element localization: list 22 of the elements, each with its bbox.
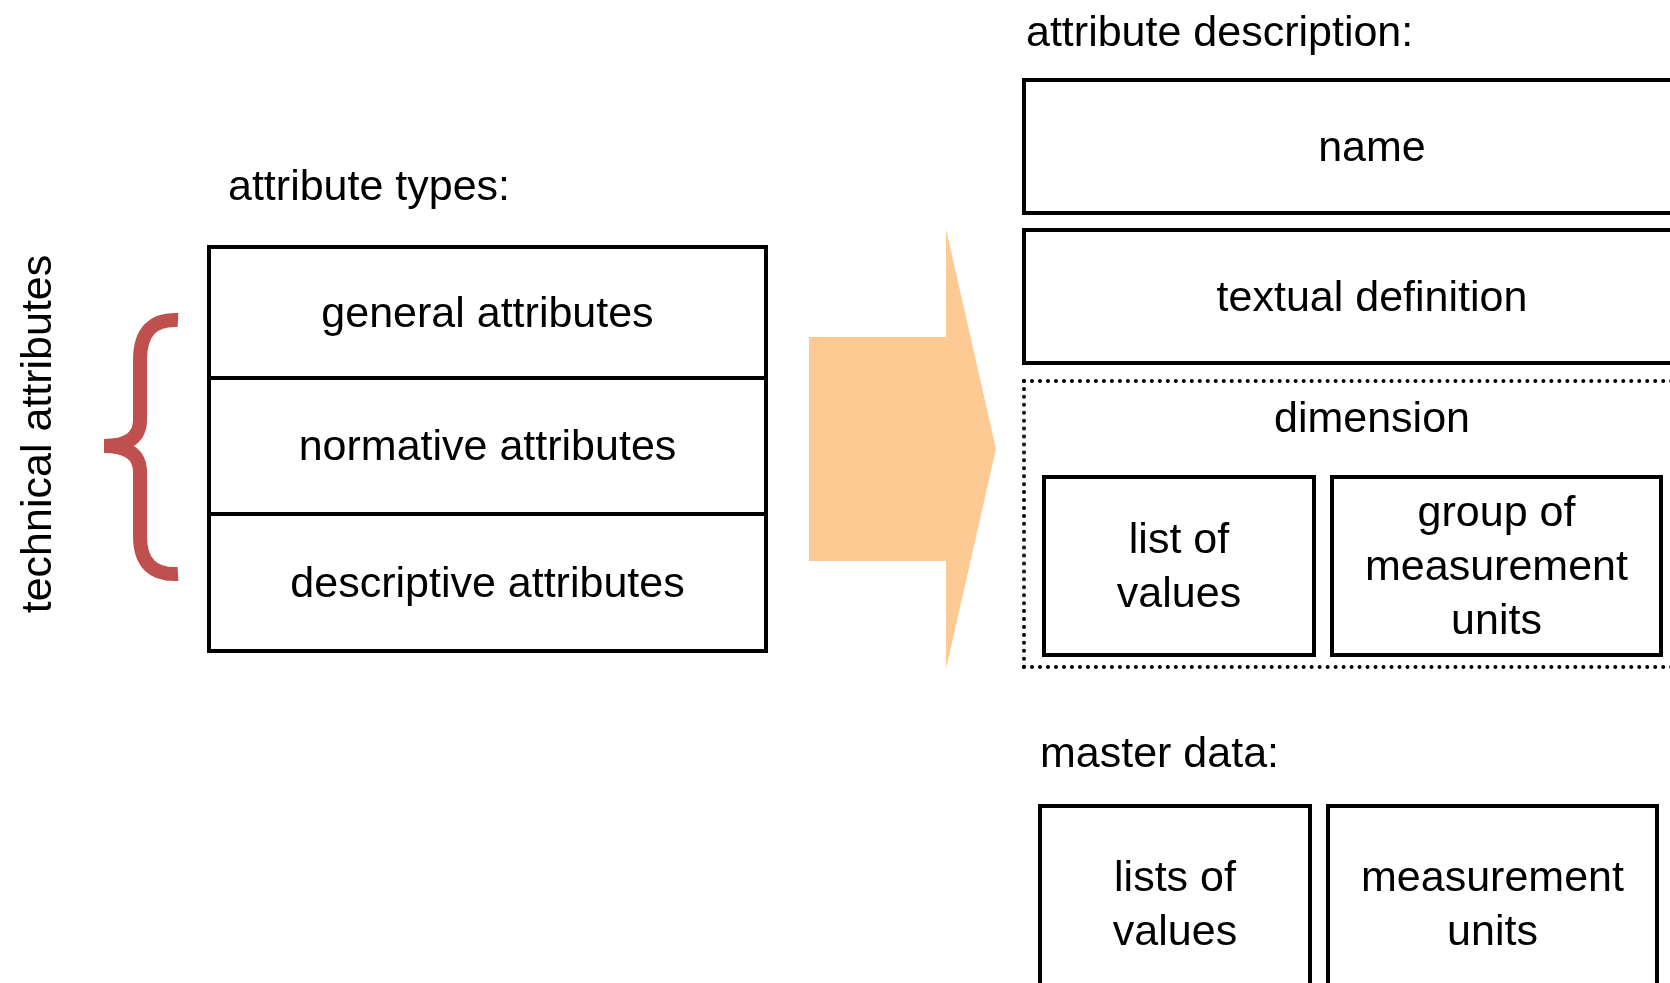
section-heading: master data: <box>1040 727 1279 778</box>
box-label: lists of values <box>1111 851 1239 956</box>
box-label: descriptive attributes <box>289 556 686 608</box>
attribute-box <box>1022 78 1670 215</box>
attribute-box <box>1038 804 1312 983</box>
section-heading: attribute description: <box>1026 6 1414 57</box>
side-label: technical attributes <box>11 254 62 614</box>
box-label: group of measurement units <box>1364 486 1629 645</box>
box-label: normative attributes <box>297 420 678 472</box>
block-arrow <box>809 229 996 669</box>
box-label: general attributes <box>320 286 655 338</box>
box-label: name <box>1317 120 1427 172</box>
section-heading: attribute types: <box>228 160 511 211</box>
box-label: measurement units <box>1360 851 1625 956</box>
attribute-box <box>1326 804 1659 983</box>
attribute-box <box>1330 475 1663 657</box>
attribute-box <box>1042 475 1316 657</box>
attribute-box <box>1022 228 1670 365</box>
box-label: list of values <box>1115 513 1243 618</box>
box-label: textual definition <box>1215 270 1529 322</box>
box-label: dimension <box>1274 392 1470 443</box>
dotted-group-box <box>1022 379 1670 669</box>
